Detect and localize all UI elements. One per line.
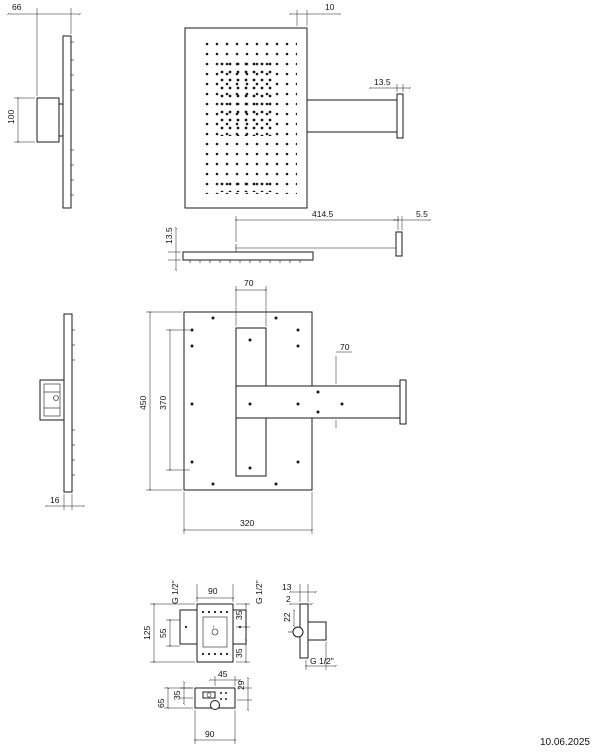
box-bottom-view: 45 29 65 35 90 (156, 669, 252, 744)
box-front-screws (184, 610, 242, 656)
dim-450: 450 (138, 396, 148, 410)
dim-box-13: 13 (282, 582, 292, 592)
back-view: 70 70 450 370 320 (138, 278, 407, 534)
side-view-nozzle-ticks (71, 59, 74, 196)
dim-box-bottom-65: 65 (156, 698, 166, 708)
box-bottom-outlet-icon (210, 700, 220, 710)
dim-370: 370 (158, 396, 168, 410)
box-side-view: 13 2 22 G 1/2" (282, 582, 338, 670)
dim-5-5: 5.5 (416, 209, 428, 219)
dim-box-bottom-35: 35 (172, 690, 182, 700)
dim-66: 66 (12, 2, 22, 12)
front-view-nozzles: 10 13.5 (184, 2, 412, 209)
side-view-mid-nozzles (72, 329, 75, 476)
dim-box-90: 90 (208, 586, 218, 596)
dim-box-35-top: 35 (234, 610, 244, 620)
dim-box-125: 125 (142, 626, 152, 640)
valve-icon (53, 395, 59, 401)
nozzle-grid-center (220, 62, 276, 136)
dim-16: 16 (50, 495, 60, 505)
dim-414-5: 414.5 (312, 209, 334, 219)
dim-10: 10 (325, 2, 335, 12)
bottom-profile-nozzles (189, 260, 301, 263)
box-arrow-icon: ↑ (212, 625, 215, 631)
box-valve-icon (211, 628, 219, 636)
dim-box-2: 2 (286, 594, 291, 604)
dim-box-35-bottom: 35 (234, 648, 244, 658)
dim-100: 100 (6, 110, 16, 124)
box-side-outlet-icon (292, 626, 304, 638)
side-view-mid: 16 (39, 313, 86, 510)
box-front-view: ↑ 90 G 1/2" G 1/2" 35 35 125 (142, 580, 264, 664)
dim-box-55: 55 (158, 628, 168, 638)
dim-13-5-bottom: 13.5 (164, 227, 174, 244)
dim-box-bottom-29: 29 (236, 680, 246, 690)
box-bottom-screws (220, 692, 227, 700)
dim-13-5-top: 13.5 (374, 77, 391, 87)
bottom-profile-view: 414.5 5.5 13.5 (164, 209, 432, 272)
dim-70-top: 70 (244, 278, 254, 288)
dim-box-side-thread: G 1/2" (310, 656, 334, 666)
dim-box-thread-right: G 1/2" (254, 580, 264, 604)
drawing-date: 10.06.2025 (539, 737, 590, 748)
dim-box-bottom-90: 90 (205, 729, 215, 739)
dim-320: 320 (240, 518, 254, 528)
nozzle-grid-bottom (220, 178, 276, 192)
dim-box-thread-left: G 1/2" (170, 580, 180, 604)
side-view-top: 66 100 (6, 2, 82, 209)
dim-70-right: 70 (340, 342, 350, 352)
back-view-screws (190, 316, 344, 486)
dim-box-22: 22 (282, 612, 292, 622)
dim-box-bottom-45: 45 (218, 669, 228, 679)
